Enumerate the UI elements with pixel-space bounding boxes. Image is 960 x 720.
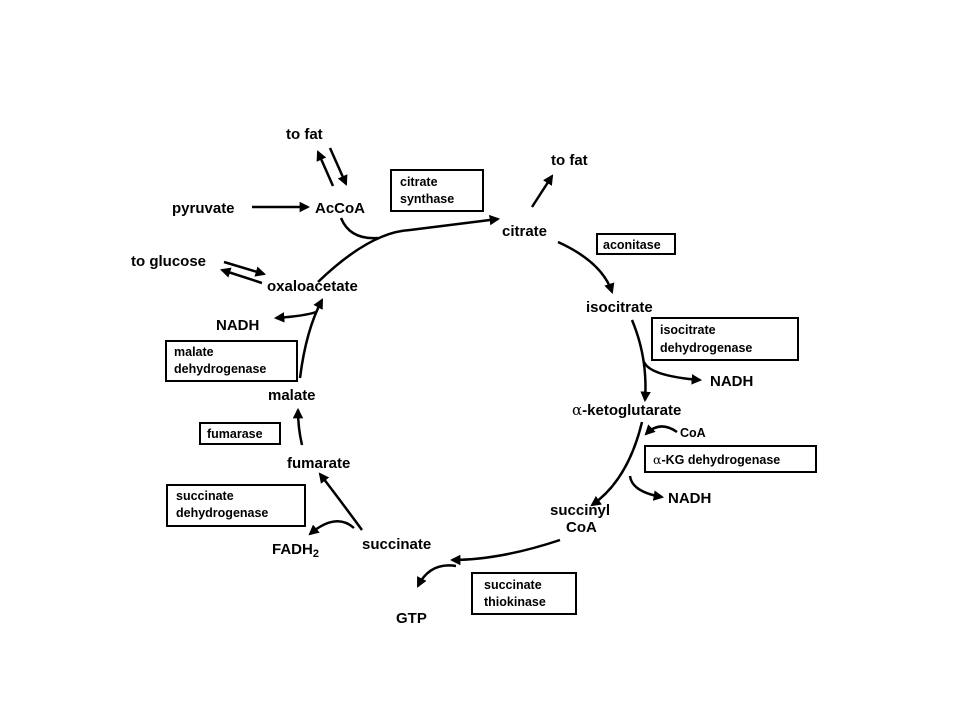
arrow-isocitrate-to-akg xyxy=(630,319,651,403)
arrow-akg-nadh xyxy=(628,475,665,501)
arrow-succinate-to-fumarate xyxy=(318,472,364,531)
label-nadh-akg: NADH xyxy=(668,490,711,507)
label-citrate: citrate xyxy=(502,223,547,240)
svg-text:isocitrate: isocitrate xyxy=(660,323,716,337)
enzyme-fumarase: fumarase xyxy=(199,422,281,445)
arrow-fumarate-to-malate xyxy=(292,407,304,446)
svg-text:α-KG dehydrogenase: α-KG dehydrogenase xyxy=(653,452,780,467)
label-succinyl: succinyl xyxy=(550,502,610,519)
label-to-glucose: to glucose xyxy=(131,253,206,270)
label-to-fat-right: to fat xyxy=(551,152,588,169)
label-fadh2: FADH2 xyxy=(272,541,319,560)
enzyme-citrate-synthase: citrate synthase xyxy=(390,169,484,212)
svg-text:aconitase: aconitase xyxy=(603,238,661,252)
svg-text:citrate: citrate xyxy=(400,175,438,189)
enzyme-akg-dehydrogenase: α-KG dehydrogenase xyxy=(644,445,817,473)
arrow-fat-to-accoa xyxy=(328,147,348,186)
label-nadh-isocitrate: NADH xyxy=(710,373,753,390)
svg-text:succinate: succinate xyxy=(484,578,542,592)
label-malate: malate xyxy=(268,387,316,404)
arrow-oaa-to-citrate xyxy=(317,214,501,283)
arrow-glucose-to-oaa xyxy=(223,260,267,277)
arrow-malate-to-oaa xyxy=(298,298,324,379)
enzyme-succinate-dehydrogenase: succinate dehydrogenase xyxy=(166,484,306,527)
label-alpha-ketoglutarate: α-ketoglutarate xyxy=(572,401,681,419)
arrow-isocitrate-nadh xyxy=(642,361,703,385)
enzyme-malate-dehydrogenase: malate dehydrogenase xyxy=(165,340,298,382)
arrow-accoa-to-cycle xyxy=(339,217,379,240)
svg-text:dehydrogenase: dehydrogenase xyxy=(174,362,266,376)
arrow-fadh2 xyxy=(308,520,355,536)
svg-text:thiokinase: thiokinase xyxy=(484,595,546,609)
arrow-oaa-to-glucose xyxy=(220,267,263,285)
arrow-akg-to-succinylcoa xyxy=(590,421,644,507)
label-nadh-malate: NADH xyxy=(216,317,259,334)
svg-text:synthase: synthase xyxy=(400,192,454,206)
enzyme-succinate-thiokinase: succinate thiokinase xyxy=(471,572,577,615)
svg-text:malate: malate xyxy=(174,345,214,359)
arrow-accoa-to-fat xyxy=(316,150,335,187)
svg-text:fumarase: fumarase xyxy=(207,427,263,441)
arrow-citrate-to-fat xyxy=(530,174,554,208)
label-isocitrate: isocitrate xyxy=(586,299,653,316)
arrow-succinylcoa-to-succinate xyxy=(449,538,561,566)
label-oxaloacetate: oxaloacetate xyxy=(267,278,358,295)
label-accoa: AcCoA xyxy=(315,200,365,217)
label-fumarate: fumarate xyxy=(287,455,350,472)
svg-text:dehydrogenase: dehydrogenase xyxy=(660,341,752,355)
arrow-gtp xyxy=(416,564,457,588)
arrow-coa-entry xyxy=(644,424,678,436)
label-to-fat-top: to fat xyxy=(286,126,323,143)
label-succinyl-coa: CoA xyxy=(566,519,597,536)
label-gtp: GTP xyxy=(396,610,427,627)
svg-text:succinate: succinate xyxy=(176,489,234,503)
enzyme-isocitrate-dehydrogenase: isocitrate dehydrogenase xyxy=(651,317,799,361)
arrow-malate-nadh xyxy=(273,310,317,323)
label-pyruvate: pyruvate xyxy=(172,200,235,217)
svg-text:dehydrogenase: dehydrogenase xyxy=(176,506,268,520)
label-succinate: succinate xyxy=(362,536,431,553)
enzyme-aconitase: aconitase xyxy=(596,233,676,255)
arrow-citrate-to-isocitrate xyxy=(557,240,615,294)
label-coa: CoA xyxy=(680,426,706,440)
